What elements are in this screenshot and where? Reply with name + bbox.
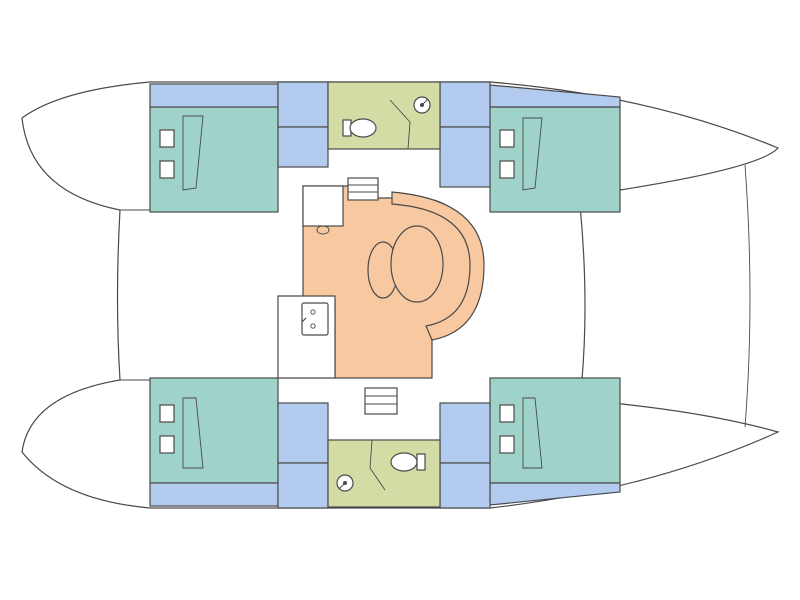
- shower-divider-bottom: [369, 439, 386, 491]
- cabin-bottom-left: [149, 377, 279, 484]
- locker-top-right-b: [439, 126, 491, 188]
- window-icon: [499, 160, 515, 179]
- window-icon: [499, 129, 515, 148]
- storage-top-left-strip: [149, 83, 279, 108]
- locker-bottom-right-a: [439, 402, 491, 464]
- stairs-icon: [347, 177, 379, 201]
- cabin-top-left: [149, 106, 279, 213]
- cabin-top-right: [489, 106, 621, 213]
- shower-divider-top: [389, 99, 411, 150]
- settee-backrest: [391, 191, 485, 341]
- berth-top-right: [522, 117, 543, 191]
- fridge-knob: [316, 225, 330, 235]
- locker-top-left-a: [277, 81, 329, 128]
- window-icon: [159, 160, 175, 179]
- cabin-bottom-right: [489, 377, 621, 484]
- table-icon: [367, 225, 444, 303]
- locker-top-right-a: [439, 81, 491, 128]
- toilet-icon: [390, 452, 426, 472]
- toilet-icon: [342, 118, 377, 138]
- storage-bottom-left-strip: [149, 482, 279, 507]
- starboard-transom: [744, 164, 751, 428]
- locker-bottom-left-b: [277, 462, 329, 509]
- locker-top-left-b: [277, 126, 329, 168]
- head-bottom: [327, 439, 441, 508]
- berth-top-left: [182, 115, 204, 191]
- sink-icon: [301, 302, 329, 336]
- locker-bottom-right-b: [439, 462, 491, 509]
- window-icon: [159, 129, 175, 148]
- locker-bottom-left-a: [277, 402, 329, 464]
- window-icon: [159, 435, 175, 454]
- shower-icon: [413, 96, 431, 114]
- window-icon: [499, 435, 515, 454]
- storage-top-right-strip: [489, 84, 621, 108]
- window-icon: [159, 404, 175, 423]
- berth-bottom-left: [182, 397, 204, 469]
- storage-bottom-right-strip: [489, 482, 621, 506]
- shower-icon: [336, 474, 354, 492]
- fridge-cabinet: [302, 185, 344, 227]
- window-icon: [499, 404, 515, 423]
- stairs-icon: [364, 387, 398, 415]
- head-top: [327, 81, 441, 150]
- berth-bottom-right: [522, 397, 543, 469]
